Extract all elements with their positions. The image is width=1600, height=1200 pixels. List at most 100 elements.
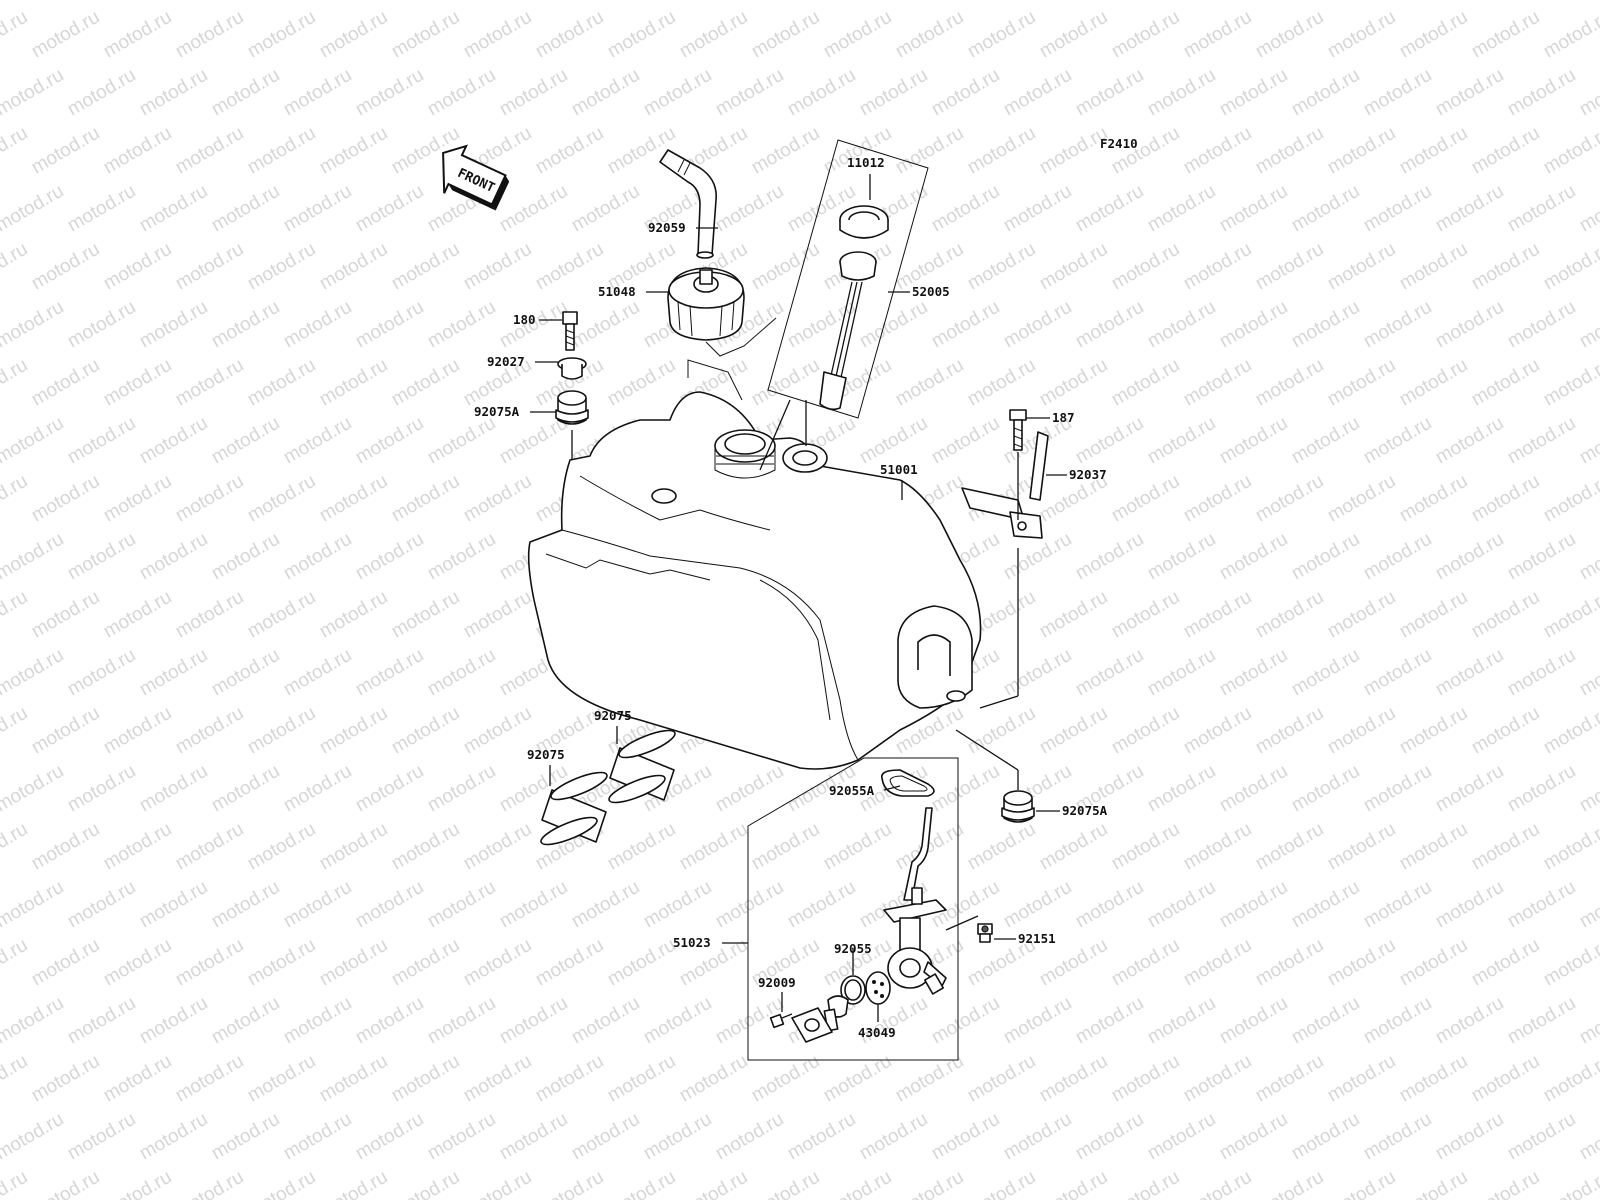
fuel-cock: [883, 807, 947, 995]
watermark-text: motod.ru: [1108, 239, 1183, 295]
watermark-text: motod.ru: [712, 65, 787, 121]
watermark-text: motod.ru: [388, 239, 463, 295]
watermark-text: motod.ru: [316, 587, 391, 643]
watermark-text: motod.ru: [856, 297, 931, 353]
watermark-text: motod.ru: [1360, 181, 1435, 237]
watermark-text: motod.ru: [172, 123, 247, 179]
watermark-text: motod.ru: [172, 587, 247, 643]
watermark-text: motod.ru: [1468, 239, 1543, 295]
bolt-187: [1009, 409, 1027, 451]
watermark-text: motod.ru: [748, 1051, 823, 1107]
watermark-text: motod.ru: [352, 993, 427, 1049]
watermark-text: motod.ru: [424, 297, 499, 353]
watermark-text: motod.ru: [100, 355, 175, 411]
watermark-text: motod.ru: [1396, 355, 1471, 411]
watermark-text: motod.ru: [712, 0, 787, 4]
watermark-text: motod.ru: [496, 1109, 571, 1165]
watermark-text: motod.ru: [856, 65, 931, 121]
watermark-text: motod.ru: [1144, 181, 1219, 237]
watermark-text: motod.ru: [1108, 7, 1183, 63]
label-187: 187: [1052, 410, 1075, 425]
watermark-text: motod.ru: [244, 355, 319, 411]
label-43049: 43049: [858, 1025, 896, 1040]
watermark-text: motod.ru: [1252, 703, 1327, 759]
watermark-text: motod.ru: [1360, 297, 1435, 353]
watermark-text: motod.ru: [820, 7, 895, 63]
watermark-text: motod.ru: [388, 819, 463, 875]
watermark-text: motod.ru: [1432, 181, 1507, 237]
watermark-text: motod.ru: [1540, 587, 1600, 643]
watermark-text: motod.ru: [1108, 1167, 1183, 1200]
watermark-text: motod.ru: [928, 413, 1003, 469]
watermark-text: motod.ru: [1252, 239, 1327, 295]
sleeve-92075-left: [540, 771, 608, 846]
watermark-text: motod.ru: [496, 65, 571, 121]
watermark-text: motod.ru: [1540, 1051, 1600, 1107]
watermark-text: motod.ru: [136, 65, 211, 121]
watermark-text: motod.ru: [712, 761, 787, 817]
front-arrow-icon: FRONT: [442, 144, 510, 211]
watermark-text: motod.ru: [208, 877, 283, 933]
label-92075-right: 92075: [594, 708, 632, 723]
watermark-text: motod.ru: [208, 761, 283, 817]
watermark-text: motod.ru: [1360, 1109, 1435, 1165]
watermark-text: motod.ru: [1468, 1051, 1543, 1107]
watermark-text: motod.ru: [640, 877, 715, 933]
leader-line: [955, 729, 1019, 771]
watermark-text: motod.ru: [1180, 1167, 1255, 1200]
label-51023: 51023: [673, 935, 711, 950]
leader-line: [705, 317, 777, 357]
watermark-text: motod.ru: [208, 297, 283, 353]
label-52005: 52005: [912, 284, 950, 299]
watermark-text: motod.ru: [1576, 529, 1600, 585]
watermark-text: motod.ru: [964, 1167, 1039, 1200]
watermark-text: motod.ru: [532, 935, 607, 991]
oring-92055: [840, 975, 866, 1005]
watermark-text: motod.ru: [1576, 877, 1600, 933]
watermark-text: motod.ru: [532, 123, 607, 179]
watermark-text: motod.ru: [136, 761, 211, 817]
watermark-text: motod.ru: [64, 413, 139, 469]
watermark-text: motod.ru: [1324, 703, 1399, 759]
watermark-text: motod.ru: [64, 297, 139, 353]
figure-code: F2410: [1100, 136, 1138, 151]
watermark-text: motod.ru: [208, 65, 283, 121]
watermark-text: motod.ru: [532, 239, 607, 295]
watermark-text: motod.ru: [28, 7, 103, 63]
watermark-text: motod.ru: [316, 1167, 391, 1200]
watermark-text: motod.ru: [100, 471, 175, 527]
label-51001: 51001: [880, 462, 918, 477]
watermark-text: motod.ru: [388, 471, 463, 527]
watermark-text: motod.ru: [244, 239, 319, 295]
watermark-text: motod.ru: [928, 1109, 1003, 1165]
watermark-text: motod.ru: [1180, 703, 1255, 759]
watermark-text: motod.ru: [280, 181, 355, 237]
watermark-text: motod.ru: [424, 877, 499, 933]
watermark-text: motod.ru: [1468, 355, 1543, 411]
watermark-text: motod.ru: [316, 703, 391, 759]
watermark-text: motod.ru: [1036, 7, 1111, 63]
watermark-text: motod.ru: [1432, 0, 1507, 4]
watermark-text: motod.ru: [1468, 587, 1543, 643]
label-92027: 92027: [487, 354, 525, 369]
watermark-text: motod.ru: [208, 413, 283, 469]
watermark-text: motod.ru: [1396, 703, 1471, 759]
watermark-text: motod.ru: [1324, 355, 1399, 411]
watermark-text: motod.ru: [1468, 123, 1543, 179]
watermark-text: motod.ru: [1576, 1109, 1600, 1165]
watermark-text: motod.ru: [1288, 645, 1363, 701]
watermark-text: motod.ru: [1504, 1109, 1579, 1165]
watermark-text: motod.ru: [1540, 123, 1600, 179]
watermark-text: motod.ru: [28, 1051, 103, 1107]
watermark-text: motod.ru: [352, 645, 427, 701]
watermark-text: motod.ru: [172, 355, 247, 411]
watermark-text: motod.ru: [1504, 761, 1579, 817]
watermark-text: motod.ru: [928, 0, 1003, 4]
screw-92151: [977, 923, 993, 943]
watermark-text: motod.ru: [136, 993, 211, 1049]
watermark-text: motod.ru: [0, 65, 67, 121]
watermark-text: motod.ru: [892, 7, 967, 63]
watermark-text: motod.ru: [208, 181, 283, 237]
watermark-text: motod.ru: [244, 587, 319, 643]
